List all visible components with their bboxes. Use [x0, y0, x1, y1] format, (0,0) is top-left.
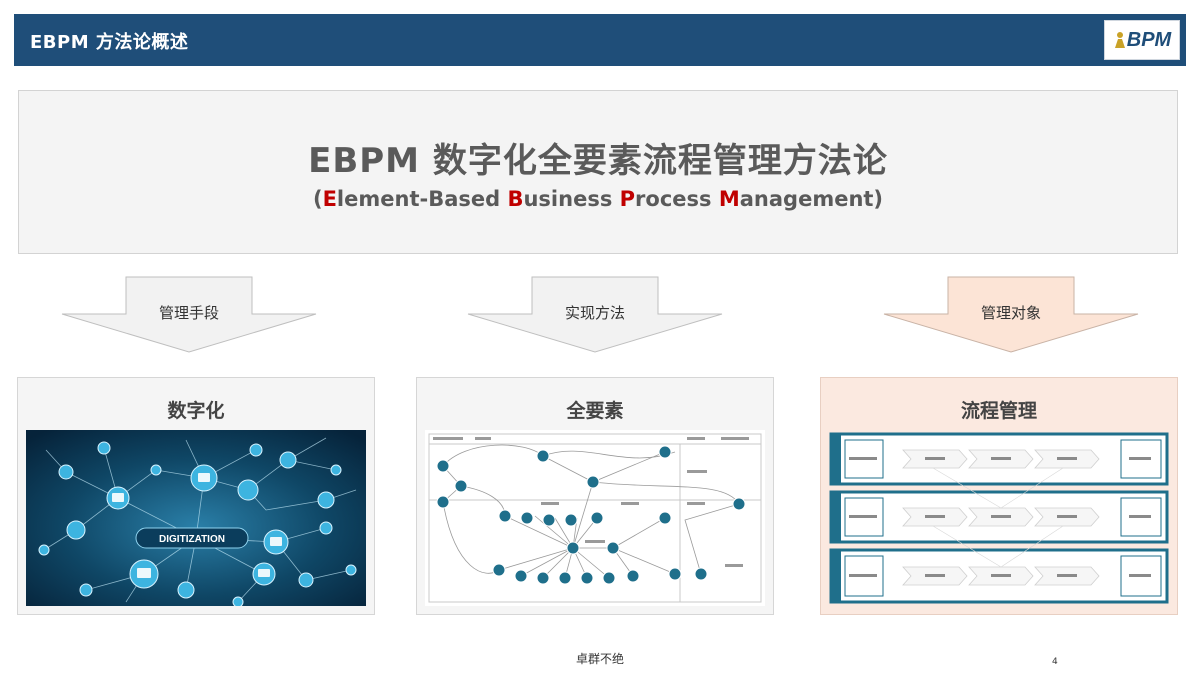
banner-title: EBPM 数字化全要素流程管理方法论 — [308, 141, 888, 181]
logo-text: BPM — [1126, 28, 1172, 51]
page-number: 4 — [1052, 657, 1058, 667]
subtitle-letter-e: E — [322, 187, 337, 211]
methodology-banner: EBPM 数字化全要素流程管理方法论 (Element-Based Busine… — [18, 90, 1178, 254]
relationship-diagram — [425, 430, 765, 606]
arrow-implementation-method: 实现方法 — [466, 276, 724, 354]
header-bar: EBPM 方法论概述 BPM — [14, 14, 1186, 66]
page-title: EBPM 方法论概述 — [30, 32, 189, 53]
arrow-label: 管理对象 — [980, 304, 1041, 322]
arrow-label: 管理手段 — [158, 304, 219, 322]
subtitle-letter-m: M — [718, 187, 740, 211]
card-title: 流程管理 — [960, 400, 1037, 422]
process-layers-diagram — [829, 430, 1169, 606]
card-process-management: 流程管理 — [820, 377, 1178, 615]
card-digitization: 数字化 — [17, 377, 375, 615]
footer-slogan: 卓群不绝 — [575, 652, 624, 666]
element-relationship-diagram — [425, 430, 765, 606]
down-arrow-icon — [61, 276, 317, 353]
network-illustration: DIGITIZATION — [26, 430, 366, 606]
arrow-management-object: 管理对象 — [882, 276, 1140, 354]
arrow-label: 实现方法 — [564, 304, 625, 322]
subtitle-part: usiness — [523, 187, 620, 211]
logo-figure-icon — [1114, 32, 1125, 48]
bpm-logo: BPM — [1104, 20, 1180, 60]
digitization-network-image: DIGITIZATION — [26, 430, 366, 606]
subtitle-letter-b: B — [507, 187, 524, 211]
subtitle-part: lement-Based — [336, 187, 508, 211]
subtitle-part: rocess — [635, 187, 719, 211]
banner-subtitle: (Element-Based Business Process Manageme… — [19, 187, 1177, 211]
card-title: 全要素 — [566, 400, 624, 422]
process-hierarchy-diagram — [829, 430, 1169, 606]
card-title: 数字化 — [167, 400, 225, 422]
subtitle-letter-p: P — [619, 187, 636, 211]
subtitle-part: ( — [312, 187, 323, 211]
arrow-management-means: 管理手段 — [60, 276, 318, 354]
subtitle-part: anagement) — [739, 187, 884, 211]
down-arrow-icon — [883, 276, 1139, 353]
down-arrow-icon — [467, 276, 723, 353]
digitization-caption: DIGITIZATION — [159, 534, 225, 545]
card-all-elements: 全要素 — [416, 377, 774, 615]
